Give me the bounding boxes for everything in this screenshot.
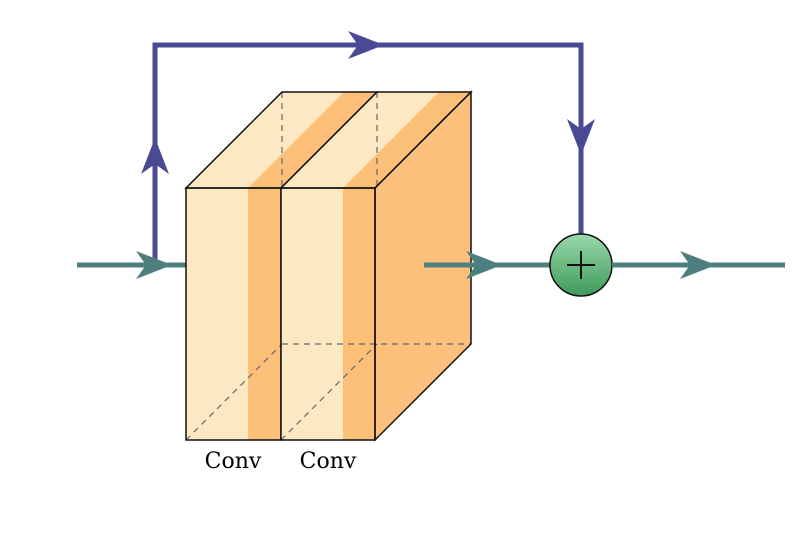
conv-block-1 <box>184 91 379 441</box>
block-output-line <box>424 251 552 279</box>
conv-block-2 <box>279 90 473 442</box>
skip-down-arrow-icon <box>567 119 595 155</box>
adder-node <box>549 233 613 297</box>
conv-label-1: Conv <box>204 449 262 474</box>
input-arrow-icon <box>136 251 172 279</box>
skip-right-arrow-icon <box>348 31 384 59</box>
conv-label-2: Conv <box>299 449 357 474</box>
mid-arrow-icon <box>466 251 502 279</box>
skip-connection <box>141 31 595 265</box>
skip-up-arrow-icon <box>141 138 169 174</box>
output-line <box>612 251 785 279</box>
output-arrow-icon <box>680 251 716 279</box>
